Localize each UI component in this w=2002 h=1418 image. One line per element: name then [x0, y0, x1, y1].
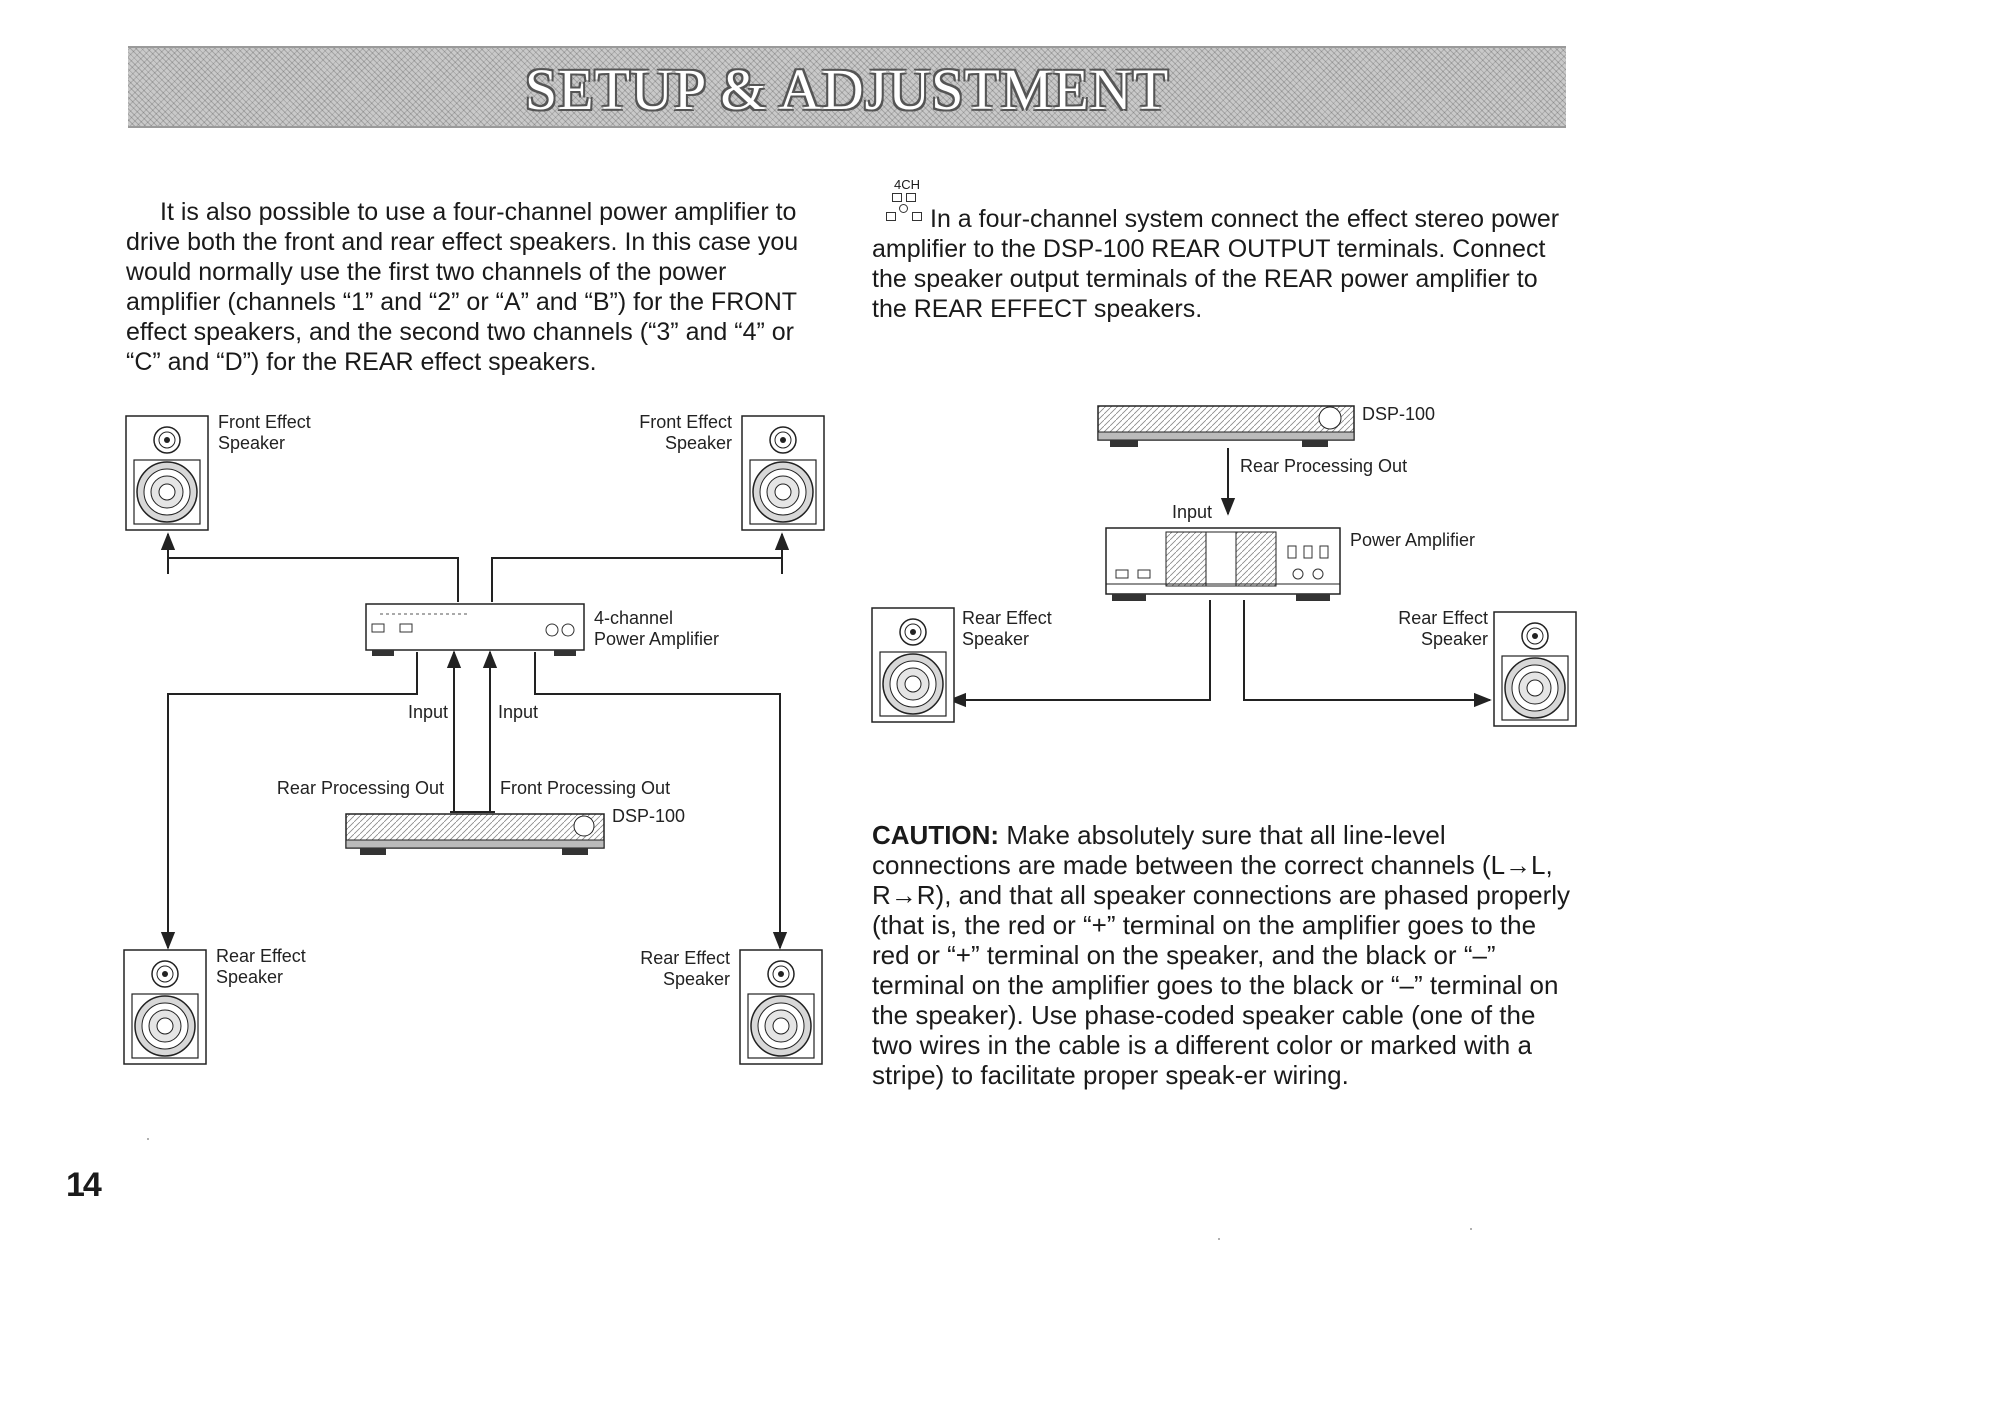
caution-paragraph: CAUTION: Make absolutely sure that all l…	[872, 820, 1572, 1090]
right-power-amplifier-device	[1105, 527, 1341, 601]
right-dsp-100-label: DSP-100	[1362, 404, 1435, 424]
right-rear-processing-out-label: Rear Processing Out	[1240, 456, 1407, 476]
four-channel-icon: 4CH	[886, 178, 922, 222]
left-rear-processing-out-label: Rear Processing Out	[277, 778, 444, 798]
caution-text: Make absolutely sure that all line-level…	[872, 820, 1571, 1090]
rear-left-speaker-label-line2: Speaker	[216, 967, 283, 987]
front-right-speaker	[741, 415, 825, 531]
left-dsp-100-label: DSP-100	[612, 806, 685, 826]
four-channel-amplifier-device	[365, 603, 585, 656]
right-paragraph: In a four-channel system connect the eff…	[872, 205, 1560, 323]
scan-speck	[1218, 1238, 1220, 1240]
scan-speck	[147, 1138, 149, 1140]
front-left-speaker	[125, 415, 209, 531]
left-wiring-diagram	[160, 532, 790, 950]
left-dsp-100-device	[345, 813, 605, 855]
right-rear-right-speaker	[1493, 611, 1577, 727]
right-power-amplifier-label: Power Amplifier	[1350, 530, 1475, 550]
left-input-label-a: Input	[408, 702, 448, 722]
front-left-speaker-label-line1: Front Effect	[218, 412, 311, 432]
right-rear-right-speaker-label-line2: Speaker	[1421, 629, 1488, 649]
left-front-processing-out-label: Front Processing Out	[500, 778, 670, 798]
right-dsp-100-device	[1097, 405, 1355, 447]
four-channel-amplifier-label-line2: Power Amplifier	[594, 629, 719, 649]
section-header-banner: SETUP & ADJUSTMENT	[128, 46, 1566, 128]
rear-left-speaker-label-line1: Rear Effect	[216, 946, 306, 966]
front-right-speaker-label-line1: Front Effect	[639, 412, 732, 432]
rear-right-speaker	[739, 949, 823, 1065]
scan-speck	[1470, 1228, 1472, 1230]
right-wiring-diagram	[948, 448, 1492, 708]
four-channel-amplifier-label-line1: 4-channel	[594, 608, 673, 628]
rear-left-speaker	[123, 949, 207, 1065]
left-paragraph: It is also possible to use a four-channe…	[126, 198, 799, 376]
front-right-speaker-label-line2: Speaker	[665, 433, 732, 453]
right-rear-left-speaker-label-line2: Speaker	[962, 629, 1029, 649]
rear-right-speaker-label-line1: Rear Effect	[640, 948, 730, 968]
right-rear-right-speaker-label-line1: Rear Effect	[1398, 608, 1488, 628]
right-rear-left-speaker-label-line1: Rear Effect	[962, 608, 1052, 628]
four-channel-icon-label: 4CH	[894, 177, 921, 192]
page-number: 14	[66, 1166, 102, 1204]
caution-label: CAUTION:	[872, 820, 1000, 850]
right-input-label: Input	[1172, 502, 1212, 522]
front-left-speaker-label-line2: Speaker	[218, 433, 285, 453]
left-input-label-b: Input	[498, 702, 538, 722]
rear-right-speaker-label-line2: Speaker	[663, 969, 730, 989]
right-rear-left-speaker	[871, 607, 955, 723]
section-title: SETUP & ADJUSTMENT	[524, 57, 1170, 122]
